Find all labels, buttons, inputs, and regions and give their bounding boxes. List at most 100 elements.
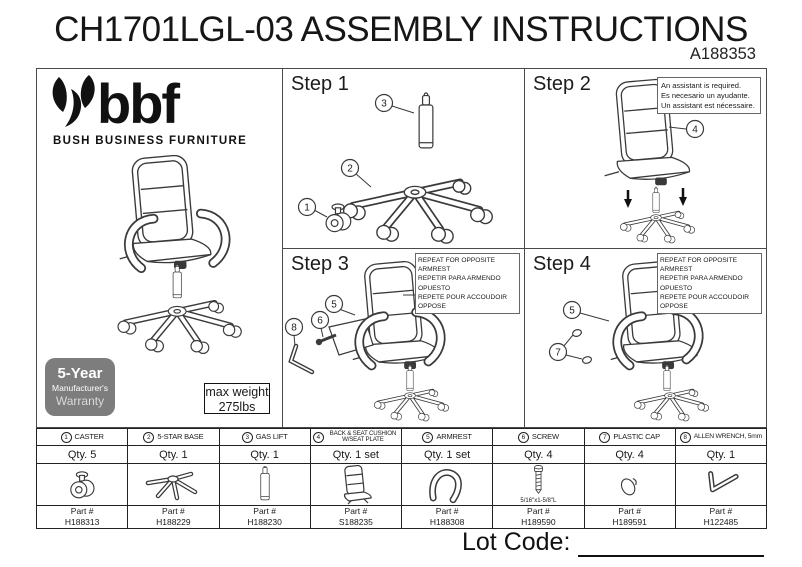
part-number-badge: 8 bbox=[679, 431, 691, 443]
part-number-badge: 7 bbox=[599, 431, 611, 443]
svg-text:2: 2 bbox=[347, 164, 353, 175]
svg-text:6: 6 bbox=[317, 316, 323, 327]
callout-6: 6 bbox=[310, 310, 330, 338]
bbf-leaf-logo-icon bbox=[52, 75, 95, 127]
callout-4: 4 bbox=[668, 119, 705, 139]
repeat-armrest-note-box: REPEAT FOR OPPOSITE ARMREST REPETIR PARA… bbox=[657, 253, 762, 315]
part-header-armrest: 5 ARMREST bbox=[402, 429, 494, 445]
svg-text:1: 1 bbox=[304, 203, 310, 214]
parts-table-partnumber-row: Part # H188313 Part # H188229 Part # H18… bbox=[37, 506, 766, 528]
note-line: REPETE POUR ACCOUDOIR OPPOSE bbox=[418, 293, 508, 311]
brand-logo: bbf bbox=[49, 71, 180, 135]
step-3-label: Step 3 bbox=[291, 253, 349, 275]
seat-cushion-icon bbox=[343, 464, 372, 504]
part-number-badge: 5 bbox=[422, 431, 434, 443]
note-line: REPETIR PARA ARMENDO OPUESTO bbox=[418, 275, 501, 292]
note-line: An assistant is required. bbox=[661, 81, 742, 90]
part-number-badge: 1 bbox=[60, 431, 72, 443]
step-1-label: Step 1 bbox=[291, 73, 349, 95]
note-line: Un assistant est nécessaire. bbox=[661, 100, 755, 110]
parts-table-header-row: 1 CASTER 2 5-STAR BASE 3 GAS LIFT 4 BACK… bbox=[37, 429, 766, 446]
assistant-note-box: An assistant is required. Es necesario u… bbox=[657, 77, 761, 115]
warranty-years: 5-Year bbox=[57, 365, 103, 382]
max-weight-label: max weight bbox=[205, 385, 269, 399]
svg-text:3: 3 bbox=[381, 99, 387, 110]
warranty-line3: Warranty bbox=[55, 394, 105, 408]
svg-text:4: 4 bbox=[692, 125, 698, 136]
screw-size-note: 5/16"x1-5/8"L bbox=[520, 498, 557, 504]
partnum-plastic-cap: Part # H189591 bbox=[585, 506, 676, 528]
step-1-illustration: 3 2 1 bbox=[297, 92, 524, 247]
parts-table-qty-row: Qty. 5 Qty. 1 Qty. 1 Qty. 1 set Qty. 1 s… bbox=[37, 446, 766, 464]
down-arrows bbox=[624, 188, 687, 208]
svg-text:7: 7 bbox=[555, 348, 561, 359]
lot-code: Lot Code: bbox=[462, 528, 765, 557]
qty-seat-cushion: Qty. 1 set bbox=[311, 446, 402, 463]
part-header-allen-wrench: 8 ALLEN WRENCH, 5mm bbox=[676, 429, 766, 445]
part-number-badge: 3 bbox=[241, 431, 253, 443]
part-header-star-base: 2 5-STAR BASE bbox=[128, 429, 220, 445]
partnum-armrest: Part # H188308 bbox=[402, 506, 494, 528]
part-number-badge: 6 bbox=[517, 431, 529, 443]
callout-3: 3 bbox=[374, 93, 415, 114]
partnum-allen-wrench: Part # H122485 bbox=[703, 506, 739, 527]
callout-5: 5 bbox=[562, 300, 610, 322]
page-title: CH1701LGL-03 ASSEMBLY INSTRUCTIONS bbox=[54, 10, 748, 49]
qty-armrest: Qty. 1 set bbox=[402, 446, 494, 463]
caster-icon bbox=[70, 470, 95, 498]
note-line: REPEAT FOR OPPOSITE ARMREST bbox=[660, 257, 738, 274]
callout-2: 2 bbox=[340, 158, 372, 188]
partnum-caster: Part # H188313 bbox=[37, 506, 129, 528]
partnum-screw: Part # H189590 bbox=[493, 506, 585, 528]
step-2-label: Step 2 bbox=[533, 73, 591, 95]
step-2-illustration: 4 bbox=[603, 77, 705, 247]
note-line: REPETE POUR ACCOUDOIR OPPOSE bbox=[660, 293, 750, 311]
partnum-seat-cushion: Part # S188235 bbox=[311, 506, 402, 528]
svg-text:5: 5 bbox=[331, 300, 337, 311]
svg-text:5: 5 bbox=[569, 306, 575, 317]
qty-screw: Qty. 4 bbox=[493, 446, 585, 463]
part-header-plastic-cap: 7 PLASTIC CAP bbox=[585, 429, 676, 445]
warranty-line2: Manufacturer's bbox=[52, 383, 108, 393]
lot-code-label: Lot Code: bbox=[462, 528, 571, 556]
partnum-star-base: Part # H188229 bbox=[128, 506, 220, 528]
repeat-armrest-note-box: REPEAT FOR OPPOSITE ARMREST REPETIR PARA… bbox=[415, 253, 520, 315]
note-line: REPEAT FOR OPPOSITE ARMREST bbox=[418, 257, 496, 274]
callout-5: 5 bbox=[324, 294, 356, 316]
star-base-icon bbox=[146, 471, 198, 500]
parts-table-image-row: 5/16"x1-5/8"L bbox=[37, 464, 766, 506]
max-weight-value: 275lbs bbox=[218, 400, 256, 414]
step-4-label: Step 4 bbox=[533, 253, 591, 275]
part-header-screw: 6 SCREW bbox=[493, 429, 585, 445]
lot-code-blank-line bbox=[578, 531, 765, 557]
document-number: A188353 bbox=[689, 45, 756, 63]
part-header-seat-cushion: 4 BACK & SEAT CUSHION W/SEAT PLATE bbox=[311, 429, 402, 445]
plastic-caps-drawing bbox=[572, 329, 593, 364]
qty-allen-wrench: Qty. 1 bbox=[706, 448, 736, 461]
callout-7: 7 bbox=[548, 334, 583, 362]
part-header-caster: 1 CASTER bbox=[37, 429, 129, 445]
product-overview-panel: bbf BUSH BUSINESS FURNITURE 5-Year Manuf… bbox=[36, 68, 283, 428]
partnum-gas-lift: Part # H188230 bbox=[220, 506, 311, 528]
step-1-panel: Step 1 3 2 1 bbox=[282, 68, 525, 249]
parts-table: 1 CASTER 2 5-STAR BASE 3 GAS LIFT 4 BACK… bbox=[36, 428, 767, 529]
callout-1: 1 bbox=[297, 197, 328, 218]
brand-logo-text: bbf bbox=[97, 71, 180, 135]
part-number-badge: 4 bbox=[312, 431, 324, 443]
max-weight-box: max weight 275lbs bbox=[204, 383, 270, 414]
callout-8: 8 bbox=[284, 317, 304, 347]
step-2-panel: Step 2 An assistant is required. Es nece… bbox=[524, 68, 767, 249]
warranty-badge: 5-Year Manufacturer's Warranty bbox=[45, 358, 115, 416]
screw-icon bbox=[533, 465, 543, 495]
part-number-badge: 2 bbox=[143, 431, 155, 443]
gas-lift-icon bbox=[260, 466, 270, 501]
brand-tagline: BUSH BUSINESS FURNITURE bbox=[53, 135, 248, 147]
screw-drawing bbox=[315, 333, 337, 346]
armrest-icon bbox=[429, 468, 463, 503]
note-line: Es necesario un ayudante. bbox=[661, 90, 750, 100]
office-chair-drawing bbox=[93, 155, 258, 361]
plastic-cap-icon bbox=[620, 477, 637, 495]
step-4-panel: Step 4 REPEAT FOR OPPOSITE ARMREST REPET… bbox=[524, 248, 767, 428]
qty-star-base: Qty. 1 bbox=[128, 446, 220, 463]
